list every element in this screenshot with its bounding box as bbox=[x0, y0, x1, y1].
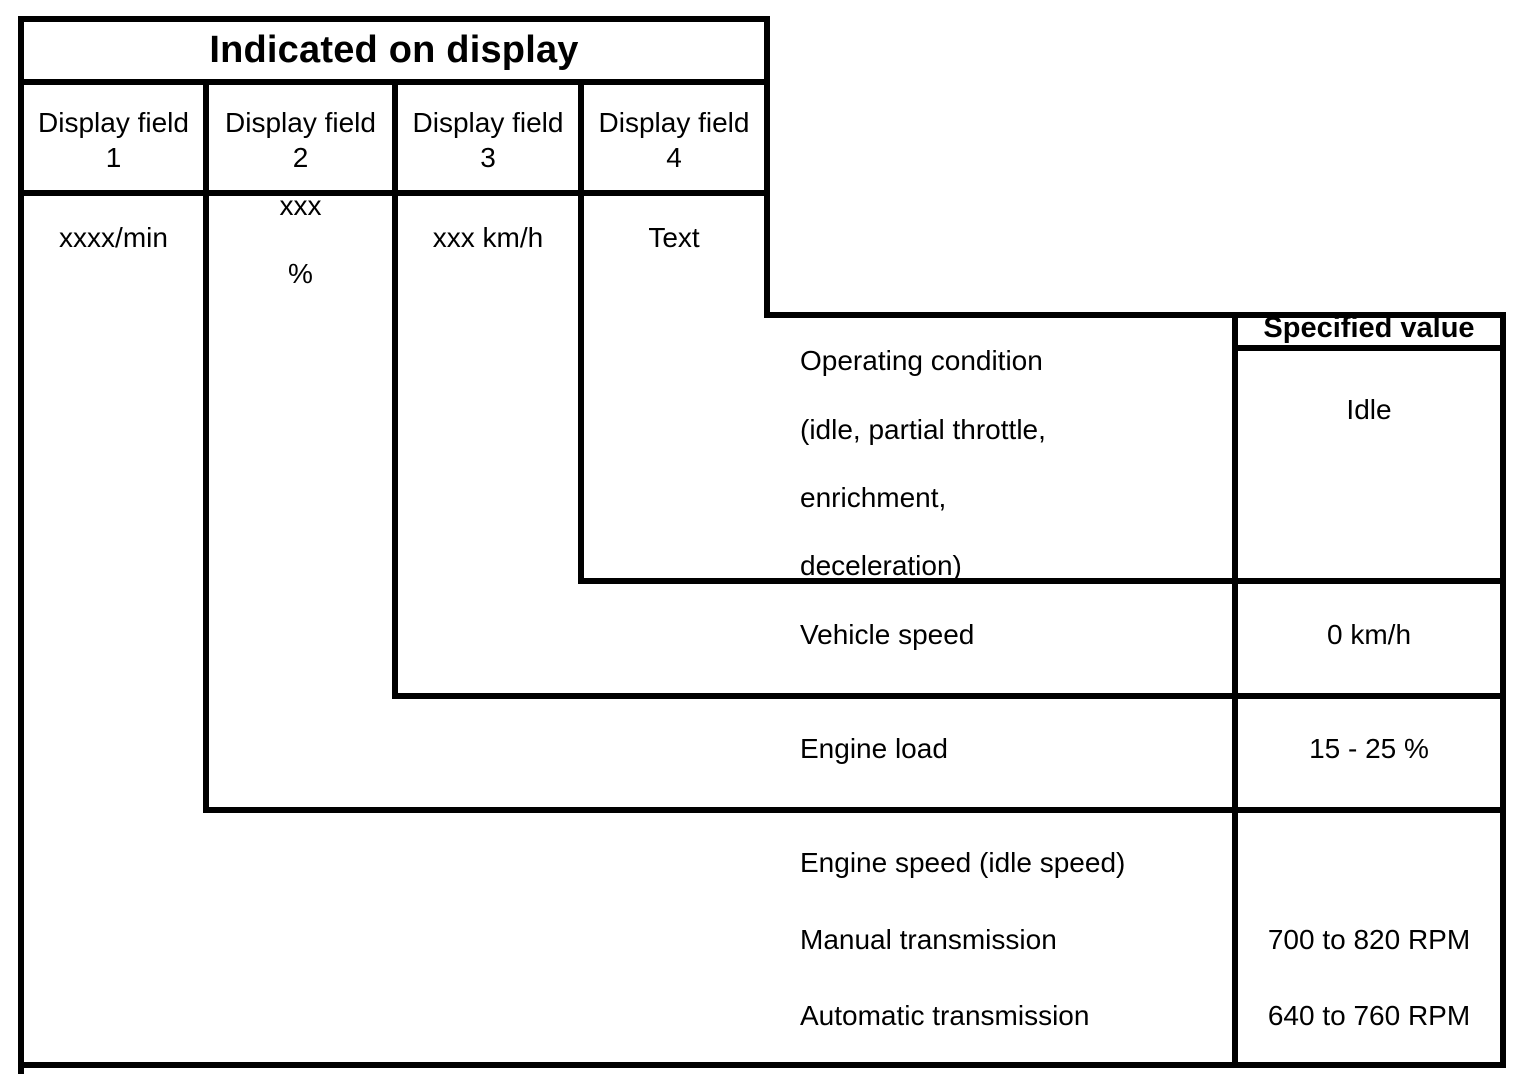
display-field-2-value: xxx % bbox=[209, 190, 392, 289]
step-rule-engine-speed bbox=[203, 807, 1506, 813]
title-box-top-rule bbox=[18, 16, 770, 22]
spec-header-bottom-rule bbox=[1232, 345, 1506, 351]
step-rule-vehicle-speed bbox=[578, 578, 1506, 584]
operating-condition-line-4: deceleration) bbox=[800, 550, 962, 582]
operating-condition-line-1: Operating condition bbox=[800, 345, 1043, 377]
display-field-3-header: Display field 3 bbox=[412, 107, 564, 173]
page-title: Indicated on display bbox=[209, 29, 579, 72]
col-divider-1-rule bbox=[203, 85, 209, 813]
spec-row-value-automatic-transmission: 640 to 760 RPM bbox=[1267, 999, 1471, 1031]
display-field-3-value: xxx km/h bbox=[432, 221, 544, 253]
title-box-bottom-rule bbox=[18, 79, 770, 85]
spec-row-value-engine-load: 15 - 25 % bbox=[1309, 732, 1429, 764]
display-field-1-header: Display field 1 bbox=[38, 107, 189, 173]
display-field-2-value-line1: xxx bbox=[279, 189, 322, 221]
spec-row-label-engine-speed-heading: Engine speed (idle speed) bbox=[800, 846, 1126, 878]
col-divider-3-rule bbox=[578, 85, 584, 584]
outer-left-rule bbox=[18, 16, 24, 1074]
operating-condition-line-3: enrichment, bbox=[800, 482, 947, 514]
spec-row-label-automatic-transmission: Automatic transmission bbox=[800, 999, 1090, 1031]
operating-condition-line-2: (idle, partial throttle, bbox=[800, 413, 1046, 445]
spec-row-label-manual-transmission: Manual transmission bbox=[800, 923, 1057, 955]
spec-row-value-manual-transmission: 700 to 820 RPM bbox=[1267, 923, 1471, 955]
step-rule-operating-condition bbox=[764, 312, 1506, 318]
outer-bottom-rule bbox=[18, 1062, 1506, 1068]
display-field-2-value-line2: % bbox=[288, 258, 313, 290]
display-field-2-header: Display field 2 bbox=[225, 107, 376, 173]
spec-row-label-operating-condition: Operating condition (idle, partial throt… bbox=[800, 345, 1220, 581]
spec-row-label-engine-load: Engine load bbox=[800, 732, 948, 764]
spec-value-divider-rule bbox=[1232, 312, 1238, 1068]
spec-row-value-operating-condition: Idle bbox=[1346, 393, 1392, 425]
display-field-4-header: Display field 4 bbox=[598, 107, 750, 173]
outer-right-rule bbox=[1500, 312, 1506, 1068]
spec-row-label-vehicle-speed: Vehicle speed bbox=[800, 618, 975, 650]
display-field-4-value: Text bbox=[648, 221, 700, 253]
step-rule-engine-load bbox=[392, 693, 1506, 699]
display-field-1-value: xxxx/min bbox=[59, 221, 168, 253]
specified-value-header: Specified value bbox=[1263, 312, 1475, 345]
col-divider-2-rule bbox=[392, 85, 398, 699]
spec-row-value-vehicle-speed: 0 km/h bbox=[1326, 618, 1412, 650]
col-divider-4-rule bbox=[764, 16, 770, 318]
